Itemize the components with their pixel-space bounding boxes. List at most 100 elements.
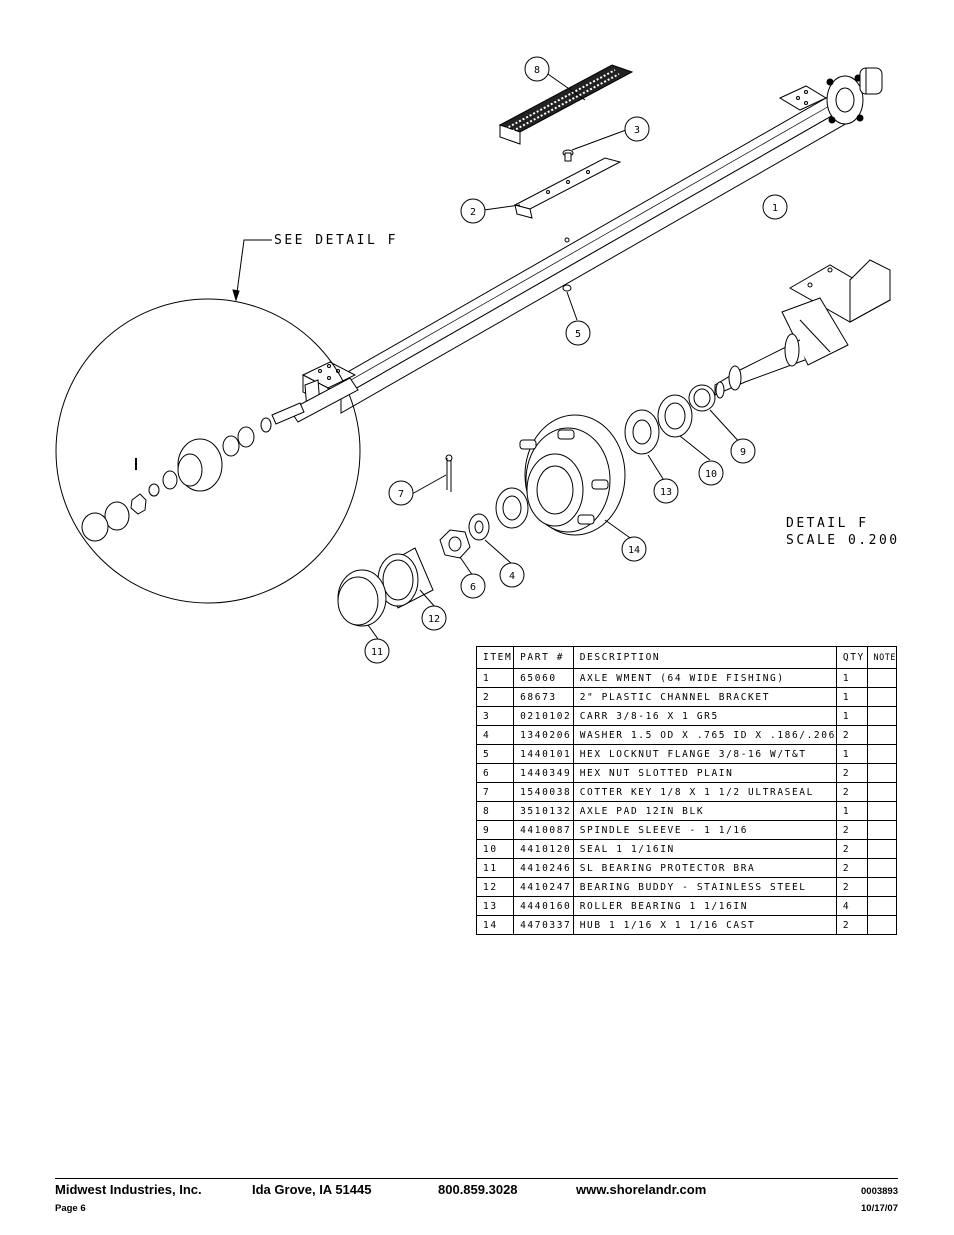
cell-desc: SPINDLE SLEEVE - 1 1/16	[572, 820, 837, 840]
cell-item: 2	[475, 687, 515, 707]
col-note: NOTE	[866, 646, 898, 669]
footer-company: Midwest Industries, Inc.	[55, 1182, 202, 1197]
cell-item: 11	[475, 858, 515, 878]
cell-desc: 2" PLASTIC CHANNEL BRACKET	[572, 687, 837, 707]
cell-item: 14	[475, 915, 515, 935]
cell-item: 9	[475, 820, 515, 840]
cell-qty: 1	[835, 801, 868, 821]
cell-note	[866, 744, 898, 764]
callouts: 8 3 2 1 5 7 9 10 13 14 4 6 12 11	[364, 56, 788, 664]
parts-table-header: ITEM PART # DESCRIPTION QTY NOTE	[475, 646, 898, 669]
callout-5: 5	[575, 329, 581, 340]
slotted-nut	[439, 529, 471, 559]
hub	[519, 414, 626, 536]
cell-qty: 2	[835, 839, 868, 859]
cell-desc: CARR 3/8-16 X 1 GR5	[572, 706, 837, 726]
cell-part: 65060	[513, 668, 574, 688]
cell-note	[866, 668, 898, 688]
cell-desc: AXLE PAD 12IN BLK	[572, 801, 837, 821]
cell-qty: 2	[835, 782, 868, 802]
see-detail-label: SEE DETAIL F	[274, 233, 398, 248]
channel-bracket	[513, 157, 622, 219]
cell-part: 68673	[513, 687, 574, 707]
roller-bearing	[624, 409, 660, 455]
col-part: PART #	[513, 646, 574, 669]
cell-item: 6	[475, 763, 515, 783]
cell-note	[866, 706, 898, 726]
bearing-buddy	[377, 547, 434, 609]
cell-part: 1440101	[513, 744, 574, 764]
washer	[468, 513, 490, 541]
cell-item: 3	[475, 706, 515, 726]
callout-1: 1	[772, 203, 778, 214]
col-qty: QTY	[835, 646, 868, 669]
footer-website: www.shorelandr.com	[576, 1182, 707, 1197]
cotter-key	[445, 454, 453, 492]
cell-note	[866, 725, 898, 745]
cell-part: 4470337	[513, 915, 574, 935]
hex-locknut	[562, 284, 572, 292]
callout-6: 6	[470, 582, 476, 593]
cell-part: 4410246	[513, 858, 574, 878]
cell-desc: ROLLER BEARING 1 1/16IN	[572, 896, 837, 916]
cell-desc: SL BEARING PROTECTOR BRA	[572, 858, 837, 878]
cell-item: 5	[475, 744, 515, 764]
axle-pad	[498, 64, 634, 145]
cell-note	[866, 820, 898, 840]
cell-note	[866, 877, 898, 897]
cell-qty: 2	[835, 820, 868, 840]
detail-scale: SCALE 0.200	[786, 533, 900, 548]
cell-desc: HEX LOCKNUT FLANGE 3/8-16 W/T&T	[572, 744, 837, 764]
cell-qty: 4	[835, 896, 868, 916]
cell-desc: AXLE WMENT (64 WIDE FISHING)	[572, 668, 837, 688]
cell-note	[866, 896, 898, 916]
cell-note	[866, 687, 898, 707]
cell-item: 1	[475, 668, 515, 688]
callout-8: 8	[534, 65, 540, 76]
cell-part: 4410087	[513, 820, 574, 840]
cell-qty: 2	[835, 877, 868, 897]
cell-note	[866, 915, 898, 935]
bearing-protector	[337, 569, 387, 627]
detail-circle	[55, 239, 361, 604]
cell-part: 1440349	[513, 763, 574, 783]
callout-2: 2	[470, 207, 476, 218]
cell-item: 10	[475, 839, 515, 859]
footer-date: 10/17/07	[861, 1203, 898, 1214]
cell-desc: HEX NUT SLOTTED PLAIN	[572, 763, 837, 783]
callout-12: 12	[428, 614, 440, 625]
cell-qty: 1	[835, 744, 868, 764]
cell-desc: COTTER KEY 1/8 X 1 1/2 ULTRASEAL	[572, 782, 837, 802]
cell-part: 3510132	[513, 801, 574, 821]
cell-note	[866, 782, 898, 802]
cell-qty: 1	[835, 687, 868, 707]
cell-part: 4410247	[513, 877, 574, 897]
exploded-parts-drawing: 8 3 2 1 5 7 9 10 13 14 4 6 12 11 SEE DET…	[55, 56, 900, 664]
cell-note	[866, 858, 898, 878]
cell-item: 4	[475, 725, 515, 745]
footer-page: Page 6	[55, 1203, 86, 1214]
cell-qty: 2	[835, 858, 868, 878]
cell-part: 4440160	[513, 896, 574, 916]
cell-qty: 2	[835, 725, 868, 745]
callout-4: 4	[509, 571, 515, 582]
footer-doc-number: 0003893	[861, 1186, 898, 1197]
seal	[657, 394, 693, 438]
callout-3: 3	[634, 125, 640, 136]
callout-11: 11	[371, 647, 383, 658]
footer-city: Ida Grove, IA 51445	[252, 1182, 372, 1197]
cell-desc: HUB 1 1/16 X 1 1/16 CAST	[572, 915, 837, 935]
cell-qty: 1	[835, 706, 868, 726]
cell-note	[866, 839, 898, 859]
footer-phone: 800.859.3028	[438, 1182, 518, 1197]
